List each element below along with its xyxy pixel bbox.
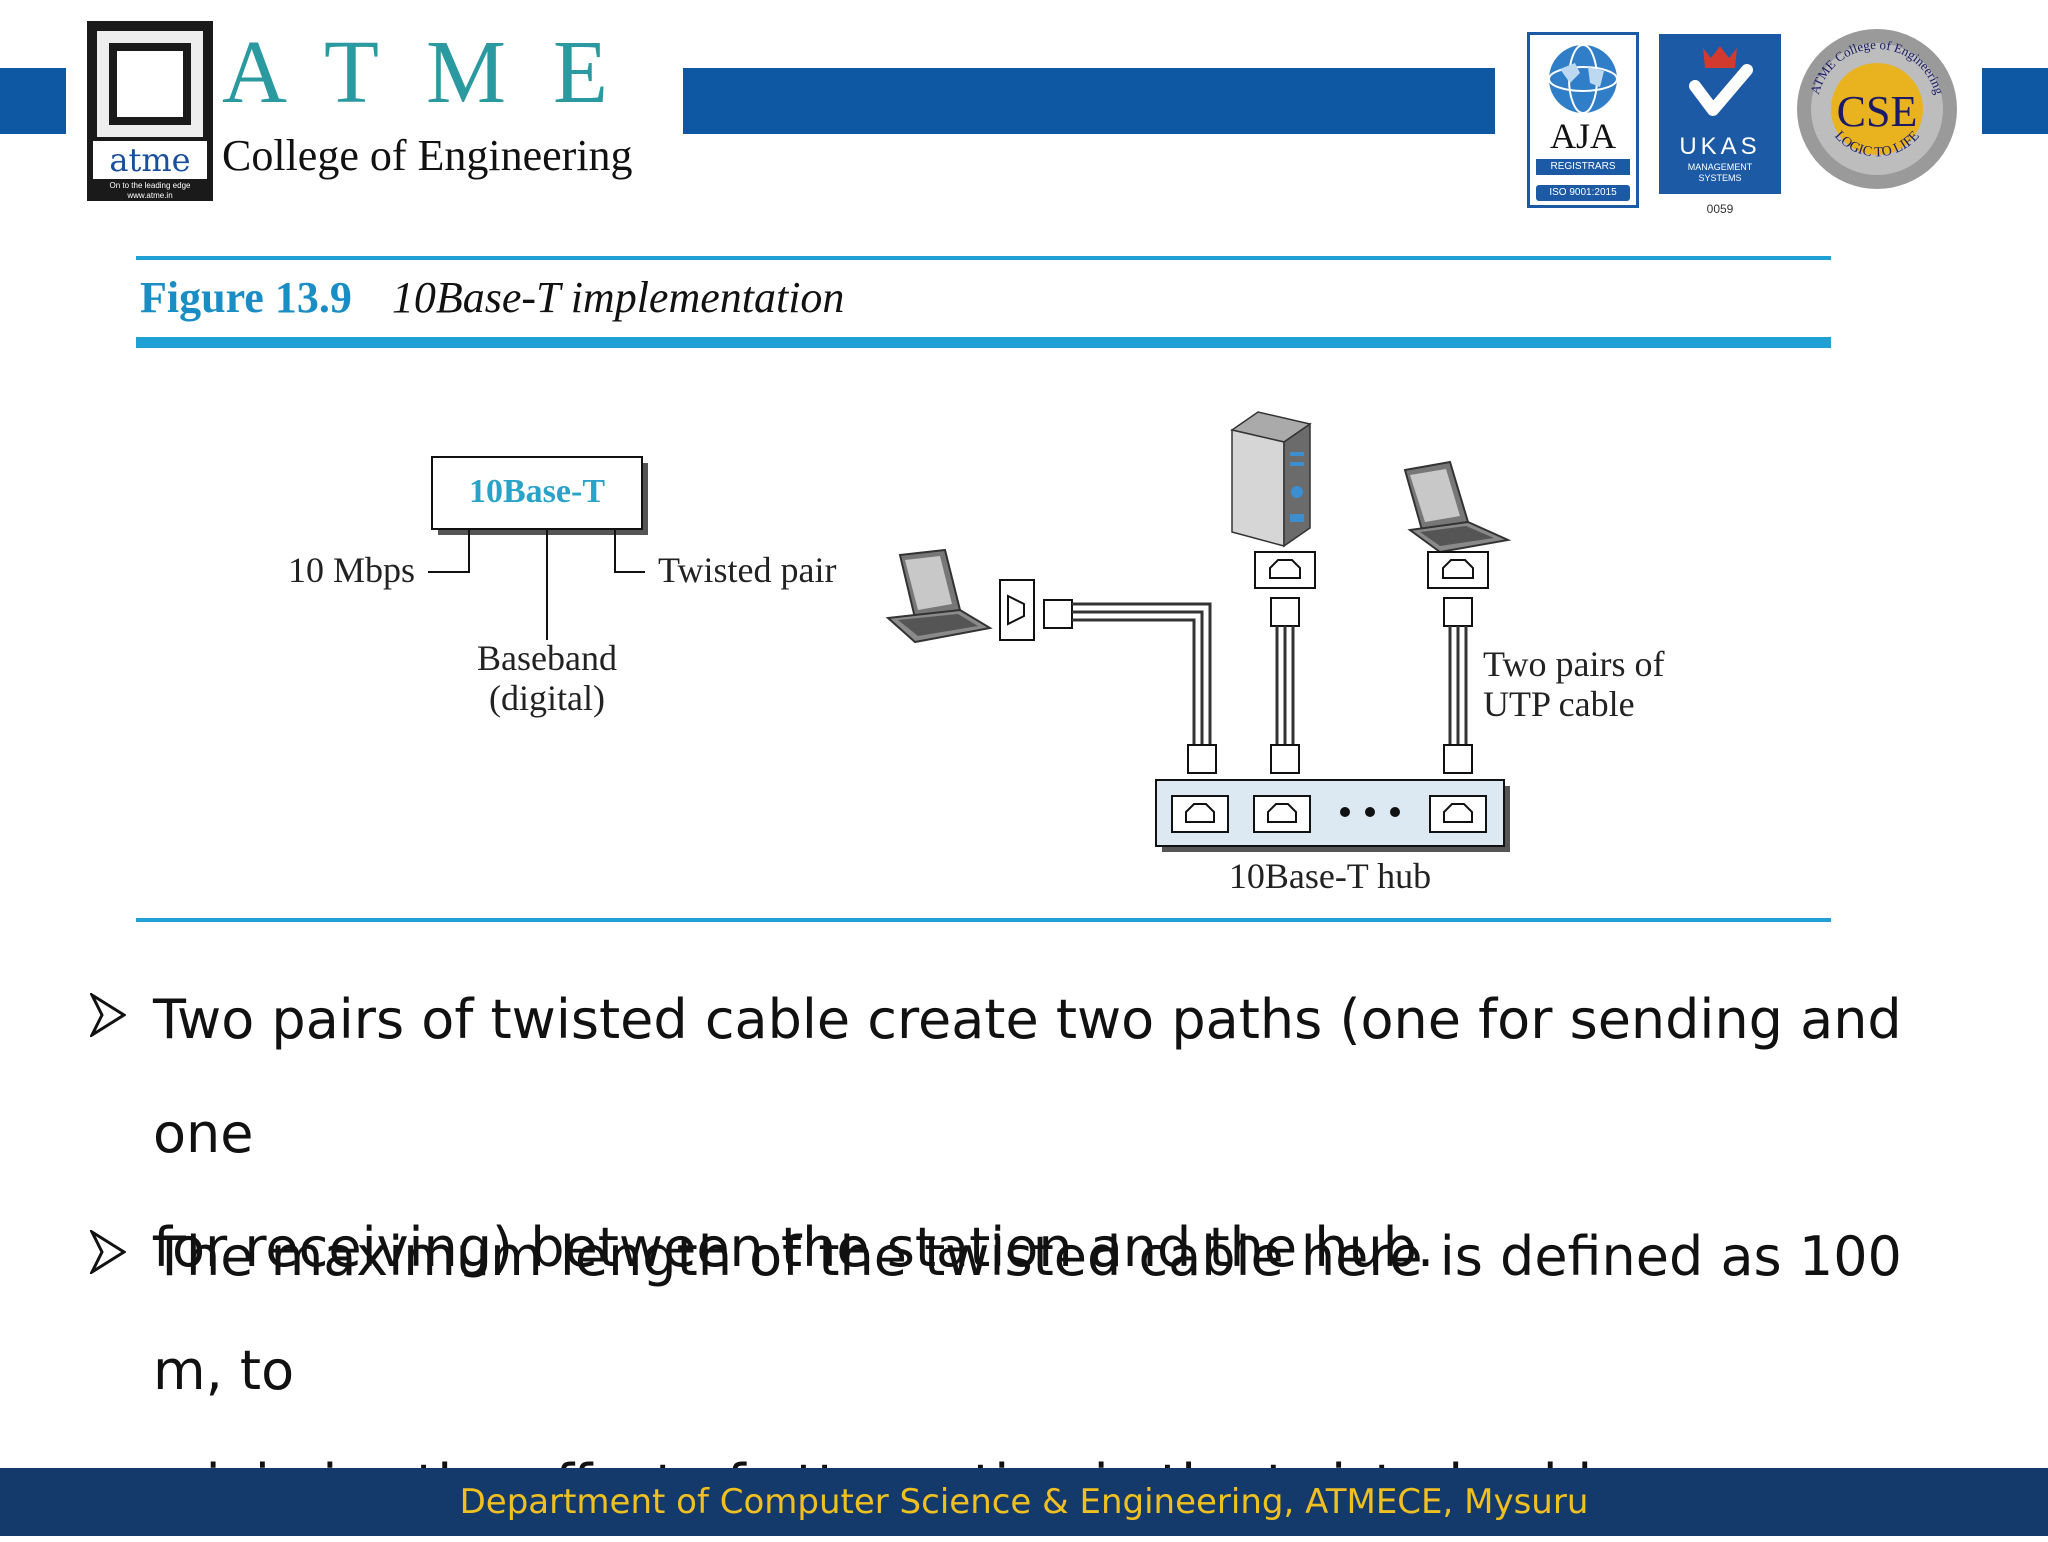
figure-number: Figure 13.9 <box>140 273 352 322</box>
brand-subtitle: College of Engineering <box>222 131 633 180</box>
crown-check-icon <box>1689 46 1753 116</box>
figure-title: Figure 13.9 10Base-T implementation <box>140 270 844 326</box>
bullet-item: The maximum length of the twisted cable … <box>90 1200 1970 1516</box>
cse-badge-logo: ATME College of Engineering LOGIC TO LIF… <box>1797 29 1957 189</box>
network-diagram: 10Base-T 10 Mbps Twisted pair Baseband (… <box>288 411 1664 896</box>
cable-left <box>1043 599 1217 774</box>
logo-word: atme <box>93 141 207 179</box>
footer-text: Department of Computer Science & Enginee… <box>459 1482 1589 1522</box>
arrowhead-bullet-icon <box>90 1230 126 1274</box>
header-band-center <box>683 68 1495 134</box>
figure-top-rule <box>136 256 1831 260</box>
hub <box>1155 779 1510 852</box>
laptop-icon <box>885 548 993 644</box>
aja-cert-iso: ISO 9001:2015 <box>1536 185 1630 201</box>
name-box: 10Base-T <box>431 456 648 535</box>
figure-caption: 10Base-T implementation <box>391 273 845 322</box>
logo-url: www.atme.in <box>127 191 173 200</box>
logo-tagline: On to the leading edge <box>109 181 191 190</box>
label-signal-line2: (digital) <box>489 678 605 718</box>
globe-icon <box>1548 44 1618 114</box>
aja-cert-title: AJA <box>1549 116 1616 156</box>
label-cable-line2: UTP cable <box>1483 684 1635 724</box>
laptop-icon <box>1403 460 1512 554</box>
arrowhead-bullet-icon <box>90 993 126 1037</box>
server-icon <box>1230 411 1312 548</box>
station-jack-left <box>999 579 1035 641</box>
header-band-left <box>0 68 66 134</box>
bullet-item: Two pairs of twisted cable create two pa… <box>90 963 1970 1279</box>
figure-title-rule <box>136 337 1831 348</box>
aja-cert-sub: REGISTRARS <box>1536 159 1630 175</box>
ukas-cert-sub: MANAGEMENT SYSTEMS <box>1687 162 1753 183</box>
bullet-line: The maximum length of the twisted cable … <box>153 1225 1902 1402</box>
bullet-line: Two pairs of twisted cable create two pa… <box>153 988 1902 1165</box>
label-hub: 10Base-T hub <box>1229 856 1431 896</box>
header-band-right <box>1982 68 2048 134</box>
cable-server <box>1270 597 1300 774</box>
ukas-cert-number: 0059 <box>1706 202 1734 216</box>
ukas-cert-logo: UKAS MANAGEMENT SYSTEMS <box>1659 34 1781 194</box>
label-signal-line1: Baseband <box>477 638 617 678</box>
cse-badge-text: CSE <box>1837 87 1918 136</box>
label-medium: Twisted pair <box>658 550 836 590</box>
station-jack-right <box>1427 551 1489 589</box>
name-box-label: 10Base-T <box>469 473 605 510</box>
ukas-cert-title: UKAS <box>1679 133 1761 160</box>
aja-cert-logo: AJA REGISTRARS ISO 9001:2015 <box>1527 32 1639 208</box>
rate-leader <box>428 529 470 573</box>
label-cable-line1: Two pairs of <box>1483 644 1664 684</box>
label-rate: 10 Mbps <box>288 550 415 590</box>
medium-leader <box>614 529 645 573</box>
brand-letters: ATME <box>222 23 655 122</box>
bullet-line: for receiving) between the station and t… <box>153 1216 1435 1279</box>
cable-right <box>1443 597 1473 774</box>
footer-bar <box>0 1468 2048 1536</box>
atme-logo: atme On to the leading edge www.atme.in <box>87 21 213 201</box>
station-jack-server <box>1254 551 1316 589</box>
figure-bottom-rule <box>136 918 1831 922</box>
